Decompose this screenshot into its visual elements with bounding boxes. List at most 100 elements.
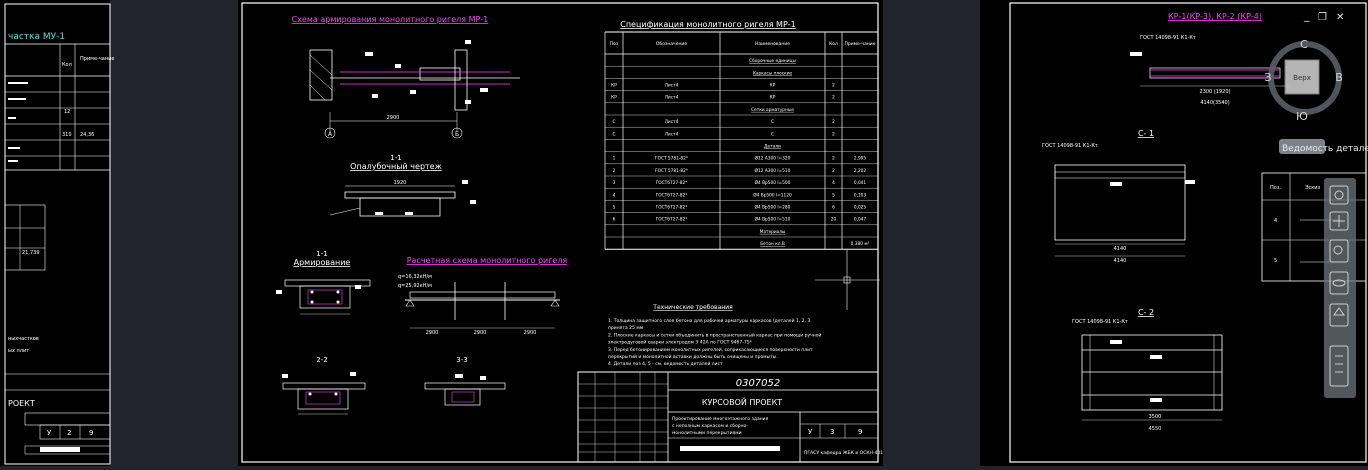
axis-b: Б <box>455 131 459 138</box>
left-stamp-2: 2 <box>67 429 71 437</box>
spec-cell: 0,047 <box>854 217 867 223</box>
c1-dim-2: 4140 <box>1114 258 1127 264</box>
details-row-4: 4 <box>1274 218 1277 224</box>
stamp-desc-1: Проектирование многоэтажного здания <box>672 416 769 422</box>
spec-cell: ГОСТ6727-82* <box>656 192 689 198</box>
center-sheet-paper <box>238 0 883 466</box>
right-gost-1: ГОСТ 14098-91 К1-Кт <box>1140 35 1196 41</box>
viewcube-face[interactable] <box>1284 59 1320 95</box>
details-col-sketch: Эскиз <box>1305 185 1321 191</box>
stamp-number: 0307052 <box>736 378 781 389</box>
orbit-icon[interactable] <box>1329 271 1349 295</box>
spec-cell: Ø12 А300 l=320 <box>755 155 791 162</box>
viewcube-compass-ring[interactable] <box>1268 41 1342 115</box>
navigation-bar[interactable] <box>1324 178 1356 398</box>
window-controls: _ ❐ ✕ <box>1303 9 1344 23</box>
spec-cell: Лист4 <box>665 83 679 89</box>
left-title: частка МУ-1 <box>8 32 65 42</box>
calc-dim-2: 2900 <box>474 330 487 336</box>
spec-cell: 5 <box>613 205 616 211</box>
note-line: 2. Плоские каркасы и сетки объединить в … <box>608 331 821 338</box>
scheme-title: Схема армирования монолитного ригеля МР-… <box>292 15 489 24</box>
spec-cell: КР <box>770 83 776 89</box>
spec-cell: ГОСТ 5781-82* <box>655 156 689 162</box>
spec-cell: Ø4 Вр500 l=500 <box>755 179 791 186</box>
spec-cell: КР <box>770 95 776 101</box>
right-title: КР-1(КР-3), КР-2 (КР-4) <box>1168 12 1262 21</box>
spec-cell: 0,041 <box>854 180 867 186</box>
left-col-note: Приме-чание <box>80 56 114 62</box>
stamp-project: КУРСОВОЙ ПРОЕКТ <box>702 396 782 407</box>
note-line: перекрытий и монолитной вставки должны б… <box>608 353 778 360</box>
calc-title: Расчетная схема монолитного ригеля <box>407 256 568 265</box>
spec-cell: С <box>771 119 774 125</box>
spec-cell: Каркасы плоские <box>753 70 793 76</box>
spec-cell: Ø4 Вр500 l=1120 <box>753 191 792 198</box>
spec-title: Спецификация монолитного ригеля МР-1 <box>620 20 796 29</box>
formwork-title: Опалубочный чертеж <box>350 162 442 171</box>
pan-icon[interactable] <box>1329 211 1349 231</box>
viewcube-west[interactable]: З <box>1264 71 1271 84</box>
notes: 1. Толщина защитного слоя бетона для раб… <box>608 317 821 367</box>
viewcube-north[interactable]: С <box>1300 38 1308 51</box>
spec-header-3: Кол <box>829 41 838 47</box>
details-table: Поз. Эскиз 4 5 <box>1261 172 1367 282</box>
minimize-button[interactable]: _ <box>1303 9 1310 22</box>
left-text-frag1: ныхчастков <box>8 336 39 342</box>
right-dim-4140b: 4140(3540) <box>1200 100 1229 106</box>
reinf-section-3 <box>424 374 506 406</box>
spec-cell: Бетон кл.В <box>760 241 785 247</box>
stamp-9: 9 <box>858 428 862 436</box>
spec-cell: Лист4 <box>665 119 679 125</box>
formwork-dim: 1920 <box>394 180 407 186</box>
right-dim-2300: 2300 (1920) <box>1200 89 1231 95</box>
spec-cell: Детали <box>764 144 781 150</box>
spec-cell: 3 <box>613 180 616 186</box>
calc-dim-1: 2900 <box>426 330 439 336</box>
spec-cell: 4 <box>832 180 835 186</box>
sec-c2: С- 2 <box>1138 308 1154 317</box>
left-val-21: 21,739 <box>22 250 40 256</box>
c2-dim-4550: 4550 <box>1149 426 1162 432</box>
left-sheet-paper <box>0 0 110 466</box>
cage-drawing-top: ГОСТ 14098-91 К1-Кт 2300 (1920) 4140(354… <box>1130 35 1290 106</box>
spec-cell: С <box>612 119 615 125</box>
spec-cell: 0,103 <box>854 192 867 198</box>
spec-cell: Сборочные единицы <box>749 58 796 64</box>
viewcube-south[interactable]: Ю <box>1296 110 1308 123</box>
stamp-3: 3 <box>830 428 834 436</box>
left-stamp-u: У <box>47 429 52 437</box>
spec-cell: 2 <box>832 95 835 101</box>
spec-cell: ГОСТ6727-82* <box>656 205 689 211</box>
zoom-extents-icon[interactable] <box>1329 239 1349 263</box>
note-line: 1. Толщина защитного слоя бетона для раб… <box>608 317 810 324</box>
showmotion-icon[interactable] <box>1329 345 1349 387</box>
look-icon[interactable] <box>1329 303 1349 327</box>
restore-button[interactable]: ❐ <box>1318 12 1327 23</box>
calc-scheme-drawing: 2900 2900 2900 <box>405 282 560 336</box>
stamp-org: ПГАСУ кафедра ЖБК и ОСКН-401 <box>804 450 883 456</box>
calc-load-1: q=16,32кН/м <box>398 274 432 280</box>
viewcube-east[interactable]: В <box>1335 71 1343 84</box>
stamp-u: У <box>808 428 813 436</box>
details-tooltip[interactable]: Ведомость деталей <box>1279 139 1368 154</box>
close-button[interactable]: ✕ <box>1336 12 1344 23</box>
spec-cell: Ø12 А300 l=510 <box>755 167 791 174</box>
navbar-background <box>1324 178 1356 398</box>
spec-cell: ГОСТ 5781-82* <box>655 168 689 174</box>
viewcube-top[interactable]: Верх <box>1293 74 1311 82</box>
formwork-num: 1-1 <box>390 154 401 162</box>
spec-cell: 6 <box>832 205 835 211</box>
spec-cell: КР <box>611 95 617 101</box>
details-tooltip-label[interactable]: Ведомость деталей <box>1282 144 1368 154</box>
viewcube[interactable]: Верх С Ю В З <box>1264 38 1342 123</box>
calc-dim-3: 2900 <box>524 330 537 336</box>
steering-wheel-icon[interactable] <box>1329 185 1349 205</box>
note-line: 4. Детали поз 4, 5 - см. ведомость детал… <box>608 360 723 367</box>
note-line: принята 25 мм <box>608 325 643 331</box>
spec-cell: 2 <box>832 131 835 137</box>
spec-cell: Материалы <box>760 229 786 235</box>
